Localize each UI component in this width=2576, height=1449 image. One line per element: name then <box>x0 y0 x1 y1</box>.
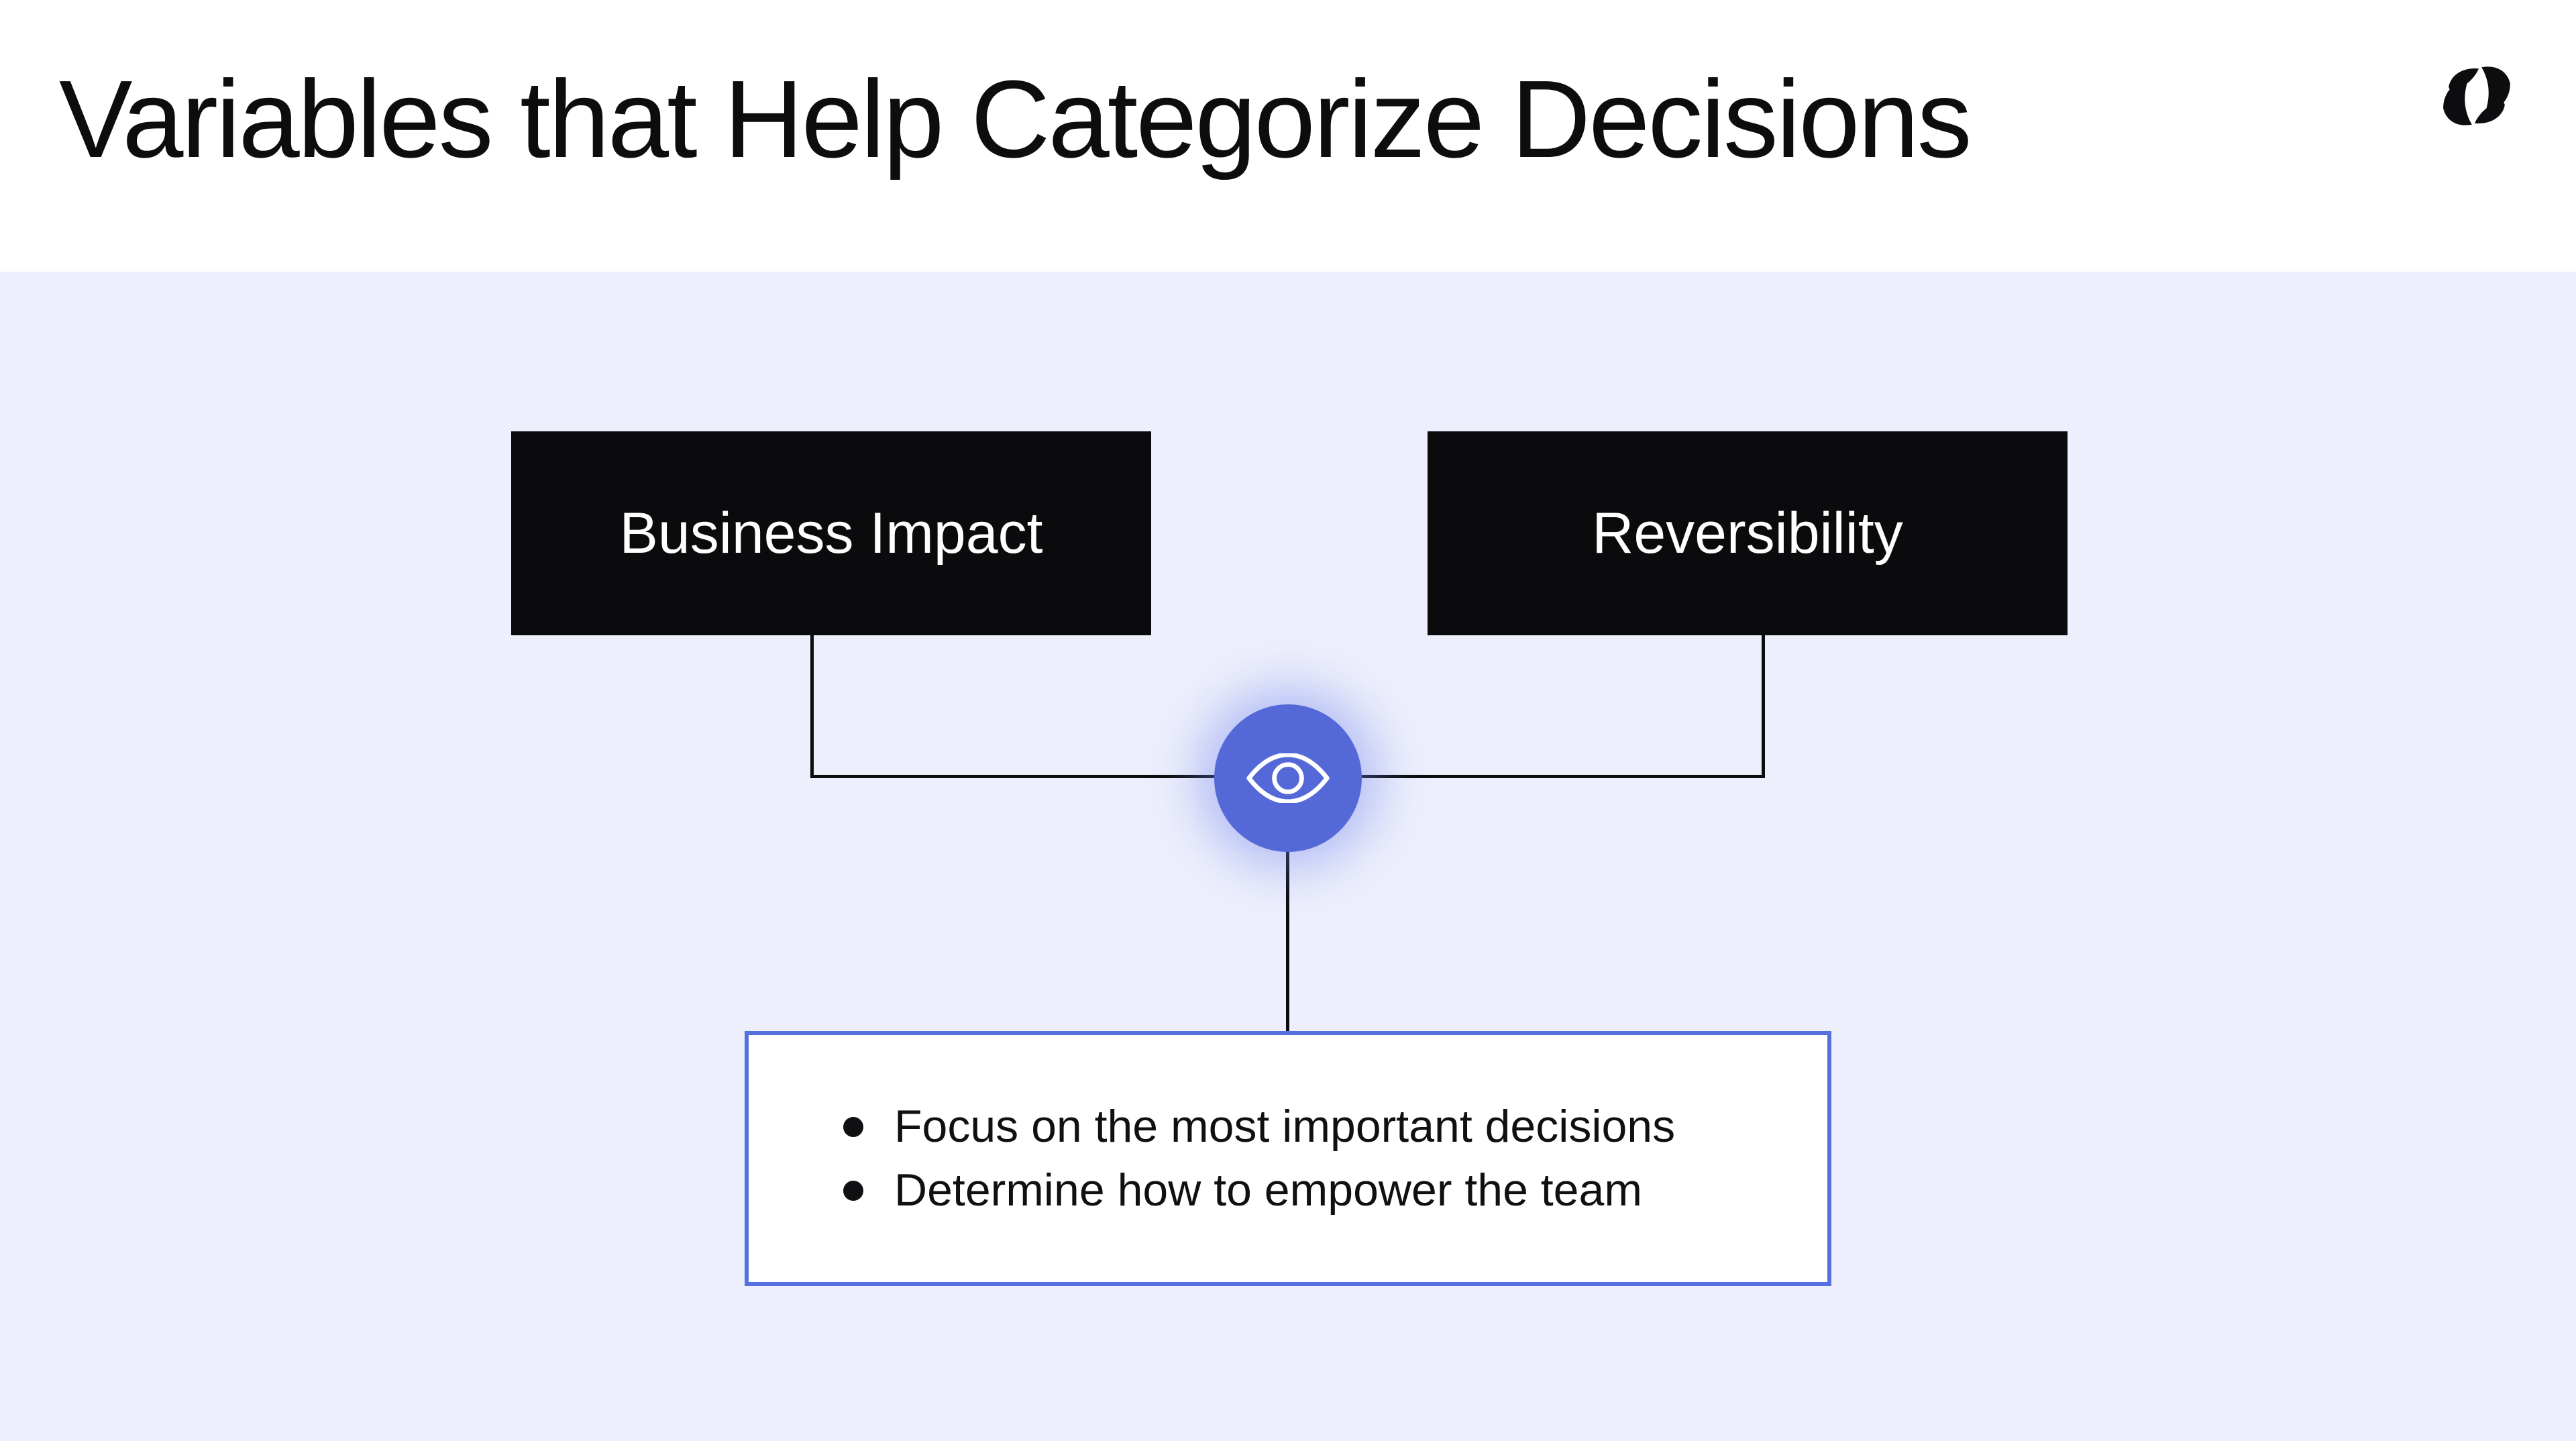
eye-icon <box>1245 753 1331 803</box>
variable-box-label: Reversibility <box>1592 500 1903 566</box>
variable-box-reversibility: Reversibility <box>1428 431 2068 635</box>
variable-box-label: Business Impact <box>619 500 1043 566</box>
page-title: Variables that Help Categorize Decisions <box>59 58 1972 180</box>
connector-right-vertical <box>1762 635 1765 778</box>
junction-circle <box>1214 704 1362 852</box>
outcome-list: Focus on the most important decisions De… <box>749 1095 1827 1222</box>
variable-box-business-impact: Business Impact <box>511 431 1151 635</box>
slide-header: Variables that Help Categorize Decisions <box>0 0 2576 272</box>
outcome-item: Determine how to empower the team <box>749 1159 1827 1222</box>
diagram-canvas: Business Impact Reversibility Focus on t… <box>0 272 2576 1441</box>
connector-left-vertical <box>810 635 814 778</box>
outcome-item: Focus on the most important decisions <box>749 1095 1827 1159</box>
bottom-strip <box>0 1441 2576 1449</box>
connector-center-vertical <box>1286 776 1289 1031</box>
outcome-box: Focus on the most important decisions De… <box>745 1031 1831 1286</box>
reforge-logo-icon <box>2439 63 2514 129</box>
